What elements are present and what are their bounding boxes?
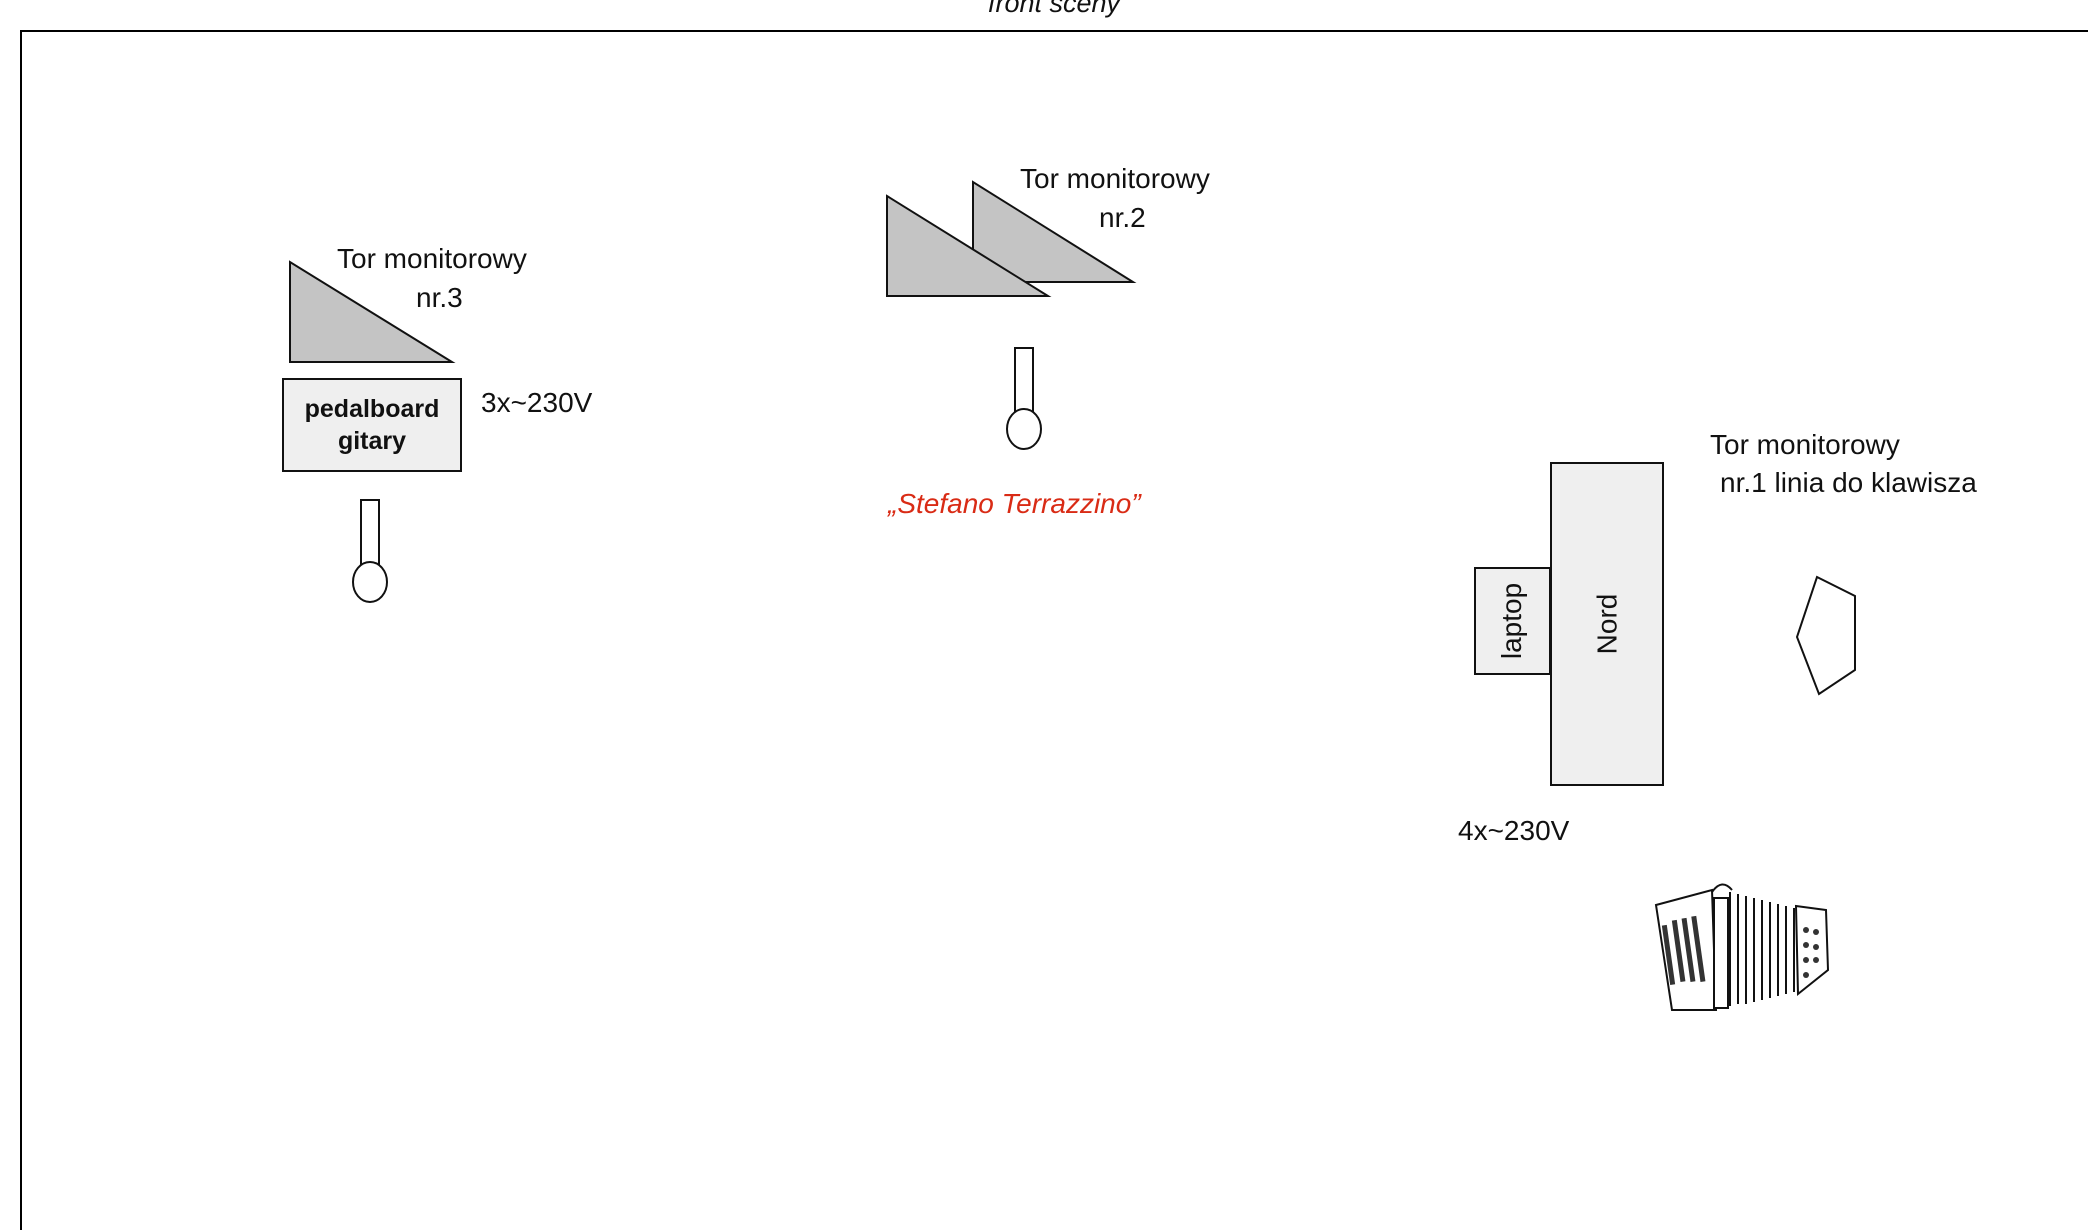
monitor-2-label-line2: nr.2 [1099,202,1146,233]
microphone-icon-center [1006,347,1042,450]
monitor-3-label-line1: Tor monitorowy [337,243,527,274]
monitor-wedge-3 [289,260,456,363]
stage-plot-shapes [289,180,1856,1011]
monitor-wedge-2a [886,194,1052,297]
power-label-left: 3x~230V [481,387,593,418]
stage-outline [20,30,2088,1230]
monitor-3-label-line2: nr.3 [416,282,463,313]
pedalboard-label-line2: gitary [337,427,407,455]
monitor-wedge-1 [1795,575,1856,696]
artist-name: „Stefano Terrazzino” [888,488,1141,519]
laptop-box: laptop [1474,567,1551,675]
front-label: front sceny [987,0,1121,18]
microphone-icon-left [352,499,388,603]
laptop-label: laptop [1496,582,1528,660]
pedalboard-label-line1: pedalboard [304,395,440,423]
power-label-right: 4x~230V [1458,815,1570,846]
monitor-1-label-line1: Tor monitorowy [1710,429,1900,460]
accordion-icon [1654,883,1830,1011]
monitor-2-label-line1: Tor monitorowy [1020,163,1210,194]
nord-label: Nord [1590,593,1622,655]
pedalboard-box: pedalboard gitary [282,378,462,472]
monitor-1-label-line2: nr.1 linia do klawisza [1720,467,1977,498]
nord-keyboard-box: Nord [1550,462,1664,786]
monitor-wedge-2b [972,180,1137,283]
